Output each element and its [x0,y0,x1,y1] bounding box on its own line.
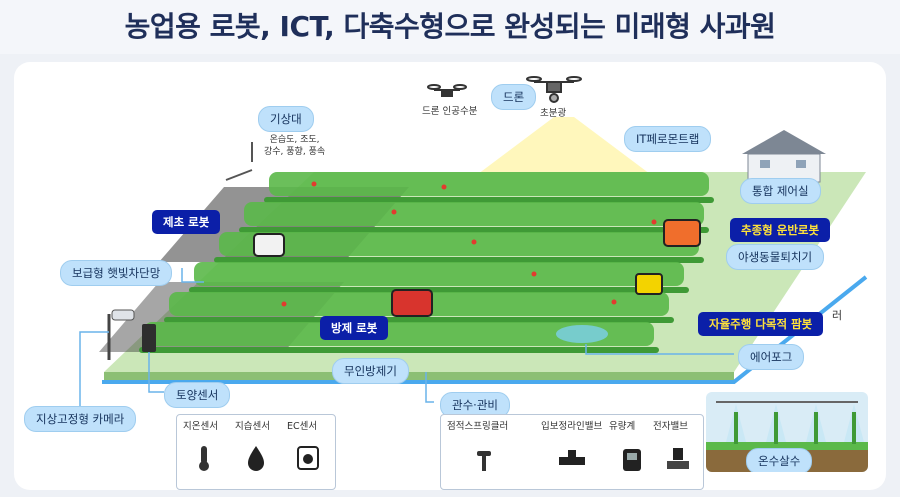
warm-water-panel: 온수살수 [706,392,868,472]
connector-lines [79,268,734,412]
soil-sensor-device [142,324,156,352]
irrigation-flowmeter: 유량계 [609,421,636,432]
sprinkler-icon [477,451,491,471]
label-cut-right: 러 [832,309,843,322]
label-weather-items: 온습도, 조도, 강수, 풍향, 풍속 [264,135,326,157]
irrigation-valve: 입보정라인밸브 [541,421,603,432]
orchard-scene [79,76,868,412]
sensor-ec: EC센서 [287,421,318,432]
label-farm-bot: 자율주행 다목적 팜봇 [698,312,824,336]
ec-sensor-icon [297,446,319,470]
soil-sensor-panel: 지온센서 지습센서 EC센서 [176,414,336,490]
house-icon [742,130,826,183]
label-drone: 드론 [491,84,537,110]
weeding-robot [253,233,285,257]
orchard-diagram: 드론 드론 인공수분 초분광 기상대 온습도, 조도, 강수, 풍향, 풍속 I… [14,62,886,490]
page-title: 농업용 로봇, ICT, 다축수형으로 완성되는 미래형 사과원 [0,0,900,54]
label-wildlife-repeller: 야생동물퇴치기 [726,244,825,270]
label-sprayer-robot: 방제 로봇 [320,316,389,340]
label-it-trap: IT페로몬트랩 [624,126,712,152]
label-fixed-camera: 지상고정형 카메라 [24,406,137,432]
sensor-soil-temp: 지온센서 [183,421,218,432]
farm-bot [635,273,663,295]
valve-icon [559,450,585,465]
label-soil-sensor: 토양센서 [164,382,231,408]
field-edge [104,372,734,380]
flow-meter-icon [623,449,641,471]
label-weeding-robot: 제초 로봇 [152,210,221,234]
irrigation-sprinkler: 점적스프링클러 [447,421,509,432]
tree-canopies [144,172,709,346]
water-drop-icon [248,446,264,471]
weather-arm [225,169,253,181]
fog-cloud [556,325,608,343]
irrigation-solenoid: 전자밸브 [653,421,688,432]
thermometer-icon [199,446,209,471]
sensor-soil-moisture: 지습센서 [235,421,270,432]
label-aerial-fog: 에어포그 [738,344,805,370]
irrigation-panel: 점적스프링클러 입보정라인밸브 유량계 전자밸브 [440,414,704,490]
label-shade-net: 보급형 햇빛차단망 [60,260,173,286]
solenoid-valve-icon [667,448,689,469]
irrigation-pipe [102,275,868,384]
label-drone-pollination: 드론 인공수분 [422,106,478,117]
sprayer-robot [391,289,433,317]
label-unmanned-sprayer: 무인방제기 [332,358,409,384]
label-carrier-robot: 추종형 운반로봇 [730,218,831,242]
label-hyperspectral: 초분광 [540,108,567,119]
label-control-room: 통합 제어실 [740,178,821,204]
tree-rows [139,197,714,353]
label-warm-water: 온수살수 [746,448,813,472]
label-weather-station: 기상대 [258,106,314,132]
drone-icon [427,76,582,103]
carrier-robot [663,219,701,247]
camera-icon [111,309,135,321]
